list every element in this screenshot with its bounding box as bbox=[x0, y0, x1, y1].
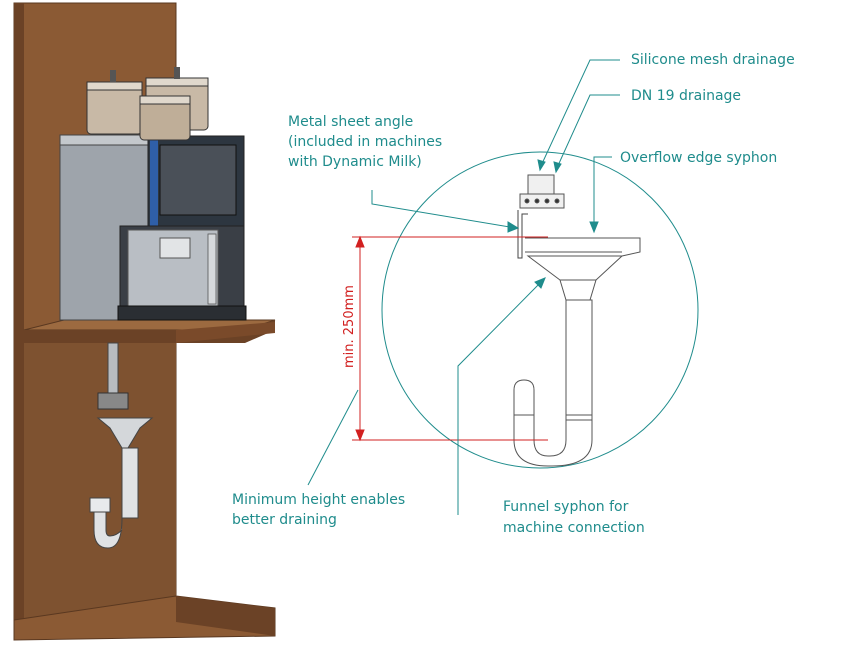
label-metal-sheet-line3: with Dynamic Milk) bbox=[288, 154, 422, 170]
label-min-height-line1: Minimum height enables bbox=[232, 492, 406, 508]
leader-lines bbox=[307, 59, 620, 515]
dimension-text: min. 250mm bbox=[342, 285, 357, 368]
detail-syphon bbox=[513, 174, 641, 467]
label-funnel-line1: Funnel syphon for bbox=[503, 499, 629, 515]
label-silicone-mesh: Silicone mesh drainage bbox=[631, 52, 795, 68]
label-metal-sheet-line1: Metal sheet angle bbox=[288, 114, 414, 130]
label-min-height-line2: better draining bbox=[232, 512, 337, 528]
label-funnel-line2: machine connection bbox=[503, 520, 645, 536]
small-funnel-syphon bbox=[89, 342, 154, 549]
dimension-lines bbox=[352, 235, 548, 442]
label-overflow: Overflow edge syphon bbox=[620, 150, 778, 166]
detail-circle bbox=[381, 151, 699, 469]
coffee-machine bbox=[59, 67, 247, 321]
label-metal-sheet-line2: (included in machines bbox=[288, 134, 443, 150]
label-dn19: DN 19 drainage bbox=[631, 88, 742, 104]
